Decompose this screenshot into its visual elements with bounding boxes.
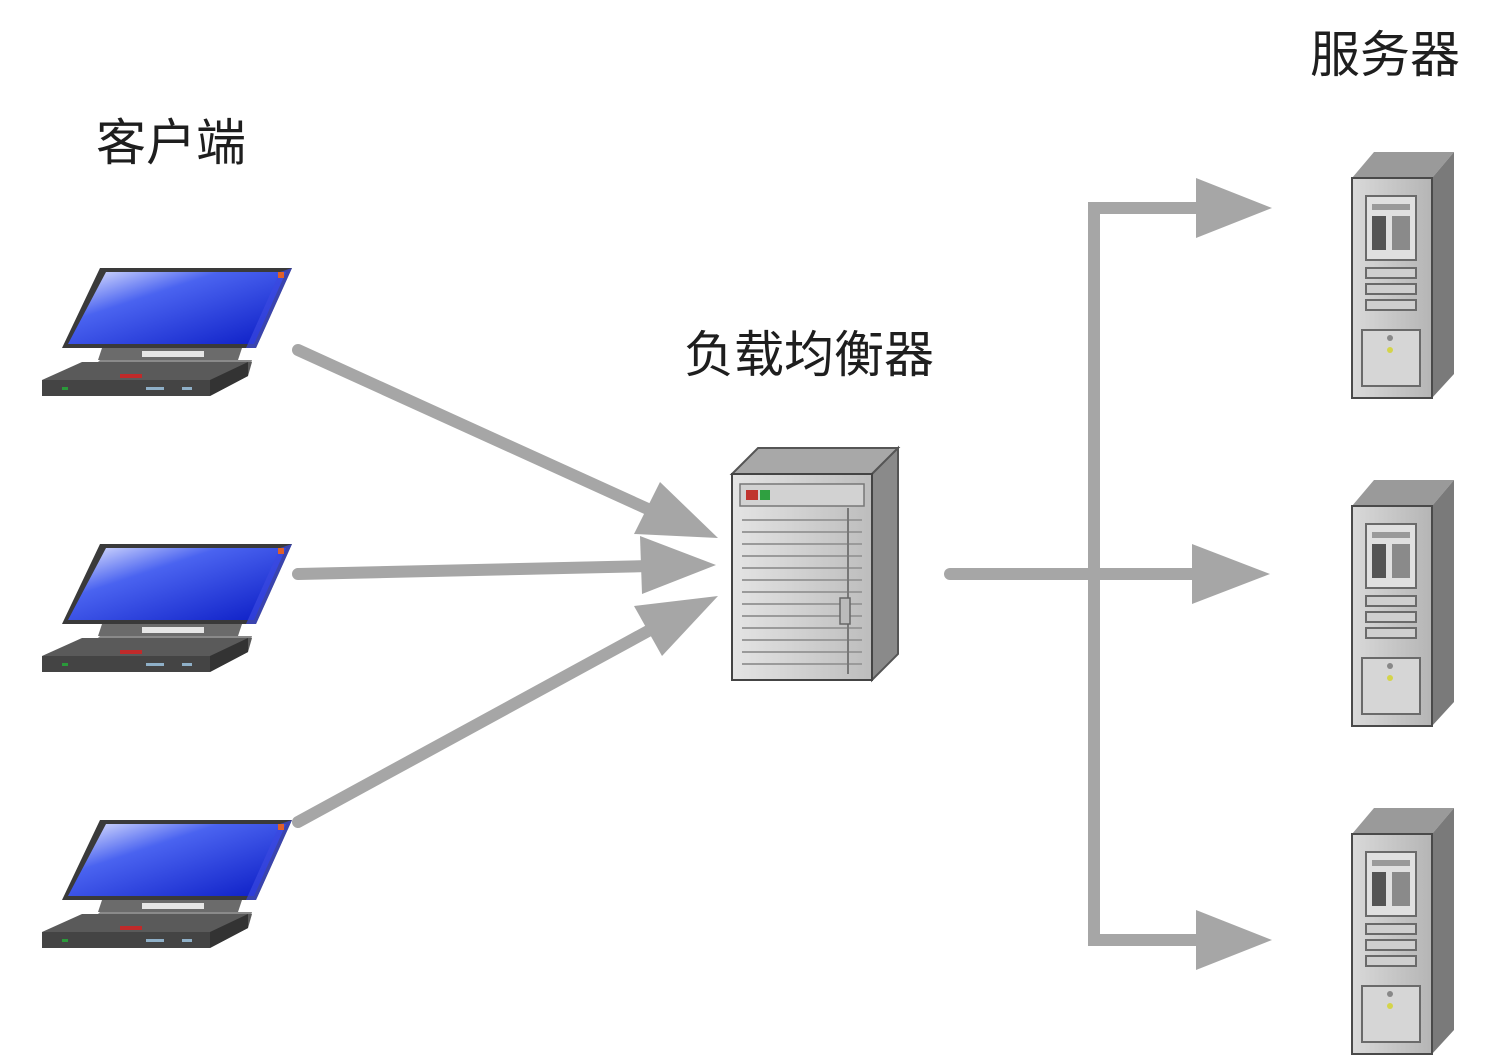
arrow-client-1-to-lb: [292, 344, 718, 538]
arrow-head-server-1: [1196, 178, 1272, 238]
laptop-icon: [42, 268, 292, 396]
load-balancer-label: 负载均衡器: [684, 326, 934, 384]
server-tower-icon: [1351, 479, 1455, 727]
arrow-client-2-to-lb: [292, 536, 716, 594]
laptop-icon: [42, 544, 292, 672]
arrow-head-server-3: [1196, 910, 1272, 970]
server-rack-icon: [729, 445, 901, 683]
server-tower-icon: [1351, 151, 1455, 399]
servers-label: 服务器: [1310, 26, 1460, 84]
arrow-lb-to-servers: [944, 178, 1272, 970]
server-tower-icon: [1351, 807, 1455, 1055]
arrow-client-3-to-lb: [292, 596, 718, 828]
laptop-icon: [42, 820, 292, 948]
arrow-head-server-2: [1192, 544, 1270, 604]
clients-label: 客户端: [96, 114, 246, 172]
